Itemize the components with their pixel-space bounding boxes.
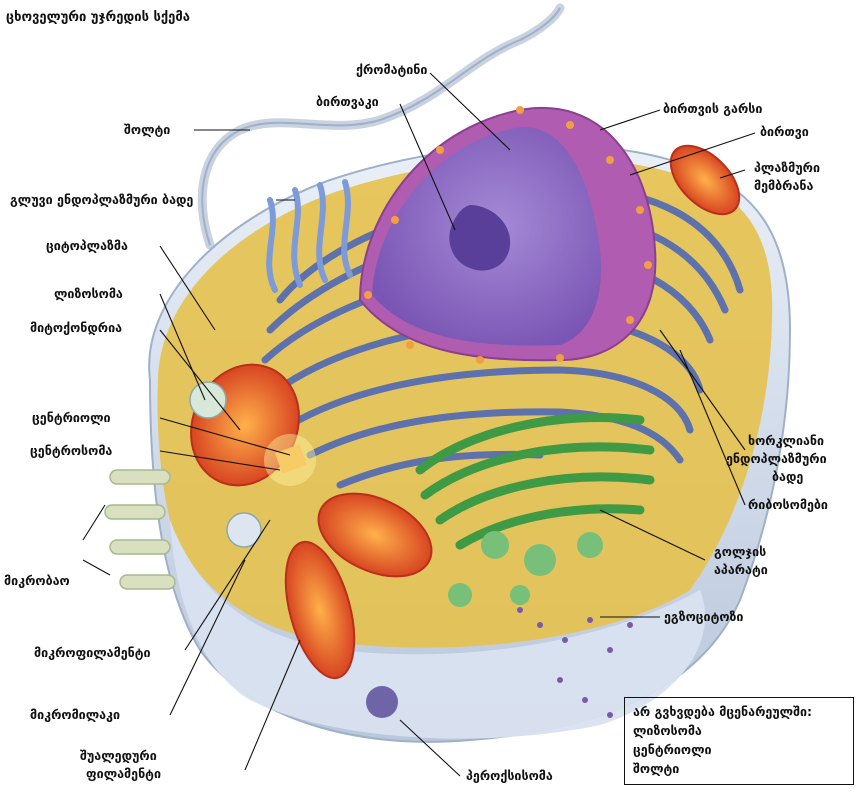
label-plasma-membrane-1: პლაზმური [754, 160, 820, 176]
note-item: ლიზოსომა [633, 721, 845, 740]
label-plasma-membrane-2: მემბრანა [754, 178, 813, 194]
label-rough-er-1: ხორკლიანი [748, 433, 824, 449]
label-golgi-1: გოლჯის [714, 544, 766, 560]
label-nucleolus: ბირთვაკი [316, 94, 379, 110]
note-item: შოლტი [633, 759, 845, 778]
label-rough-er-2: ენდოპლაზმური [726, 451, 827, 467]
label-ribosomes: რიბოსომები [748, 497, 828, 513]
label-microfilaments: მიკროფილამენტი [34, 645, 151, 661]
label-golgi-2: აპარატი [714, 562, 768, 578]
label-chromatin: ქრომატინი [356, 62, 427, 78]
peroxisome-shape [366, 686, 398, 718]
label-intermediate-2: ფილამენტი [86, 766, 161, 782]
label-lysosome: ლიზოსომა [54, 286, 123, 302]
note-item: ცენტრიოლი [633, 740, 845, 759]
label-rough-er-3: ბადე [772, 469, 803, 485]
label-centrosome: ცენტროსომა [30, 443, 112, 459]
label-microvilli: მიკრომილაკი [30, 707, 120, 723]
label-cytoplasm: ციტოპლაზმა [46, 238, 128, 254]
label-centriole: ცენტრიოლი [32, 410, 111, 426]
plant-cell-note-box: არ გვხვდება მცენარეულში: ლიზოსომა ცენტრი… [624, 697, 854, 785]
label-intermediate-1: შუალედური [80, 748, 157, 764]
label-mitochondria: მიტოქონდრია [30, 320, 122, 336]
page-title: ცხოველური უჯრედის სქემა [6, 10, 190, 25]
nucleus-shape [360, 108, 655, 360]
label-peroxisome: პეროქსისომა [466, 768, 553, 784]
note-heading: არ გვხვდება მცენარეულში: [633, 702, 845, 721]
label-smooth-er: გლუვი ენდოპლაზმური ბადე [10, 192, 193, 208]
lysosome-shape [190, 382, 226, 418]
label-nuclear-envelope: ბირთვის გარსი [663, 101, 762, 117]
label-microtubules: მიკრობაო [4, 573, 70, 589]
label-nucleus: ბირთვი [760, 124, 809, 140]
label-exocytosis: ეგზოციტოზი [664, 609, 743, 625]
label-flagellum: შოლტი [124, 122, 170, 138]
